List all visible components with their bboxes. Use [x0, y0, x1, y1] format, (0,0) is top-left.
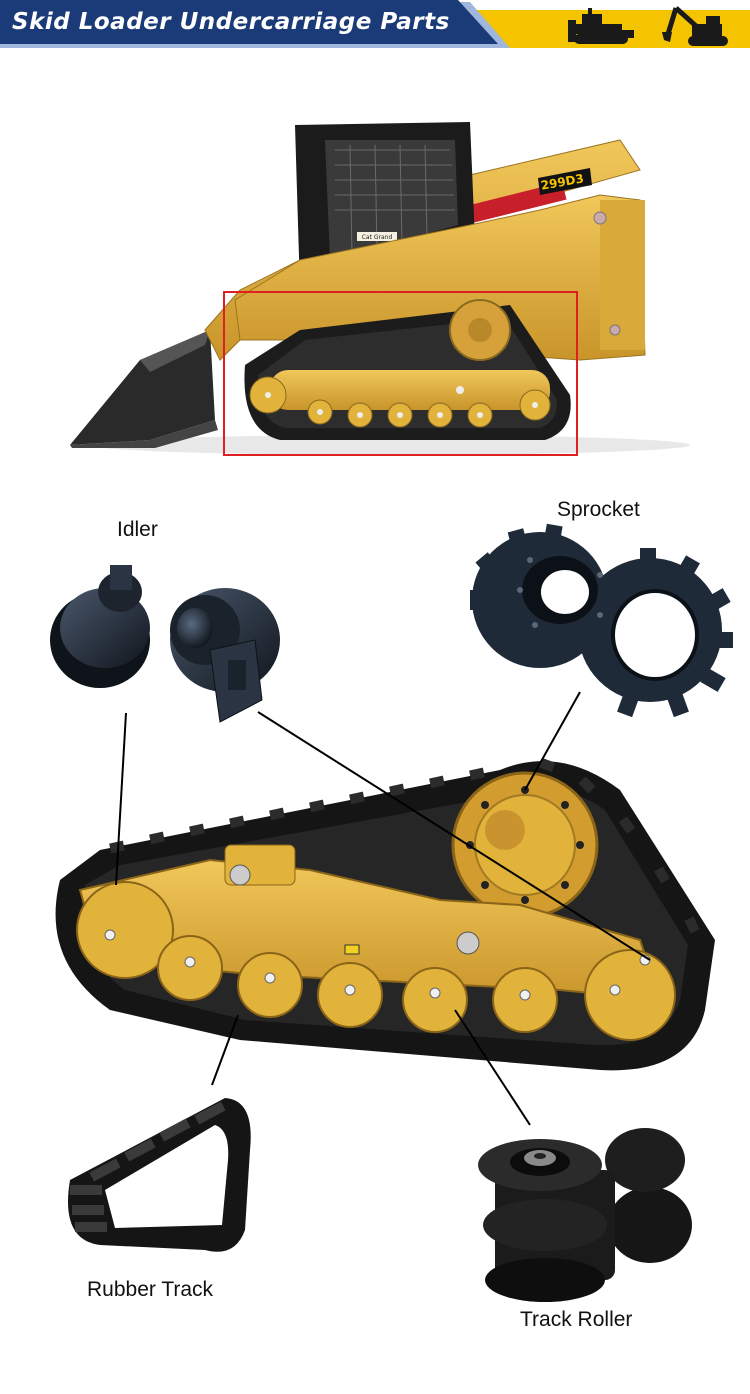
sprocket-part: [470, 523, 733, 718]
rubber-track-part: [68, 1098, 251, 1252]
idler-leader-line: [115, 712, 127, 886]
assembly-sprocket: [451, 771, 599, 919]
rubber-track-label: Rubber Track: [87, 1278, 214, 1301]
machine-body: 299D3: [234, 168, 646, 361]
sprocket-leader-line: [524, 691, 581, 791]
track-roller-label: Track Roller: [520, 1308, 633, 1331]
header-background: [0, 0, 750, 52]
idler-part: [50, 565, 280, 723]
header-banner: Skid Loader Undercarriage Parts: [0, 0, 750, 52]
idler-label: Idler: [117, 518, 158, 541]
sprocket-label: Sprocket: [557, 498, 640, 521]
page-title: Skid Loader Undercarriage Parts: [12, 9, 450, 35]
track-roller-part: [478, 1128, 692, 1302]
idler-right-leader-line: [257, 711, 651, 961]
rubber-track-leader-line: [211, 1014, 239, 1086]
undercarriage-highlight-box: [223, 291, 578, 456]
header-navy-band: [0, 0, 498, 44]
bulldozer-icon: [568, 8, 634, 44]
skid-steer-loader: Cat Grand 299D3: [70, 122, 690, 456]
excavator-icon: [662, 6, 728, 46]
track-roller-leader-line: [454, 1009, 531, 1126]
leader-lines: [115, 691, 651, 1126]
loader-track: [244, 299, 571, 440]
bucket: [70, 330, 218, 448]
cab-decal: Cat Grand: [362, 234, 393, 241]
undercarriage-assembly: [55, 757, 716, 1071]
